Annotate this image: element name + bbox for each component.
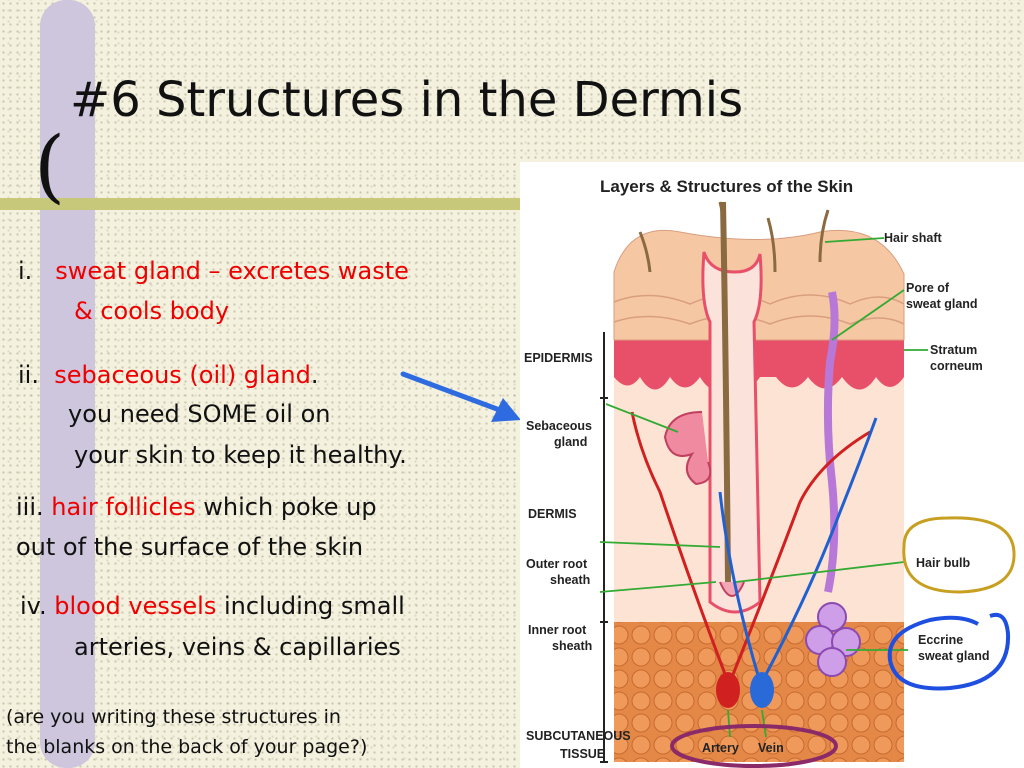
vein-shape xyxy=(750,672,774,708)
label-eccrine-1: Eccrine xyxy=(918,633,963,647)
item-3-line-2: out of the surface of the skin xyxy=(16,533,364,561)
item-2-line-3: your skin to keep it healthy. xyxy=(74,441,407,469)
item-3: iii. hair follicles which poke up xyxy=(16,493,377,522)
label-stratum-2: corneum xyxy=(930,359,983,373)
decor-bracket: ( xyxy=(34,119,66,212)
leader-lines xyxy=(599,237,928,738)
sebaceous-gland xyxy=(663,411,712,486)
item-4-term: blood vessels xyxy=(54,592,217,620)
label-hair-shaft: Hair shaft xyxy=(884,231,942,245)
item-4-number: iv. xyxy=(20,592,47,620)
skin-diagram-svg: Layers & Structures of the Skin xyxy=(524,177,1016,768)
circle-eccrine-gland xyxy=(887,612,1011,691)
item-4-rest: including small xyxy=(216,592,405,620)
item-3-rest: which poke up xyxy=(195,493,377,521)
label-subcutaneous-1: SUBCUTANEOUS xyxy=(526,729,631,743)
decor-vertical-stripe xyxy=(40,0,95,768)
item-2-rest: . xyxy=(310,361,319,389)
label-inner-root-1: Inner root xyxy=(528,623,587,637)
label-pore-2: sweat gland xyxy=(906,297,978,311)
circle-hair-bulb xyxy=(902,516,1016,594)
label-sebaceous-2: gland xyxy=(554,435,587,449)
item-2-term: sebaceous (oil) gland xyxy=(54,361,311,389)
item-3-term: hair follicles xyxy=(51,493,196,521)
circle-artery-vein xyxy=(670,724,838,768)
item-1: i. sweat gland – excretes waste xyxy=(18,257,409,286)
item-3-number: iii. xyxy=(16,493,44,521)
label-inner-root-2: sheath xyxy=(552,639,592,653)
label-subcutaneous-2: TISSUE xyxy=(560,747,605,761)
label-dermis: DERMIS xyxy=(528,507,577,521)
label-outer-root-1: Outer root xyxy=(526,557,588,571)
arrow-to-sebaceous-gland xyxy=(400,371,521,422)
decor-horizontal-stripe xyxy=(0,198,525,210)
item-4: iv. blood vessels including small xyxy=(20,592,405,621)
item-4-line-2: arteries, veins & capillaries xyxy=(74,633,401,661)
label-vein: Vein xyxy=(758,741,784,755)
item-2-number: ii. xyxy=(18,361,39,389)
label-outer-root-2: sheath xyxy=(550,573,590,587)
slide-title: #6 Structures in the Dermis xyxy=(70,72,744,128)
label-artery: Artery xyxy=(702,741,739,755)
label-epidermis: EPIDERMIS xyxy=(524,351,593,365)
label-hair-bulb: Hair bulb xyxy=(916,556,971,570)
artery-shape xyxy=(716,672,740,708)
label-stratum-1: Stratum xyxy=(930,343,977,357)
item-1-term: sweat gland – excretes waste xyxy=(55,257,409,285)
blood-vessels xyxy=(630,411,878,683)
item-2-line-2: you need SOME oil on xyxy=(68,400,331,428)
label-pore-1: Pore of xyxy=(906,281,950,295)
item-1-continuation: & cools body xyxy=(74,297,230,325)
footer-note: (are you writing these structures in the… xyxy=(6,702,367,763)
layer-brackets xyxy=(600,332,608,763)
footer-line-2: the blanks on the back of your page?) xyxy=(6,736,368,759)
item-1-number: i. xyxy=(18,257,33,285)
skin-diagram: Layers & Structures of the Skin xyxy=(520,162,1024,768)
label-sebaceous-1: Sebaceous xyxy=(526,419,592,433)
diagram-title: Layers & Structures of the Skin xyxy=(600,177,853,196)
label-eccrine-2: sweat gland xyxy=(918,649,990,663)
footer-line-1: (are you writing these structures in xyxy=(6,706,341,728)
hair-follicle xyxy=(701,201,763,614)
eccrine-sweat-gland xyxy=(805,291,861,677)
item-2: ii. sebaceous (oil) gland. xyxy=(18,361,319,390)
